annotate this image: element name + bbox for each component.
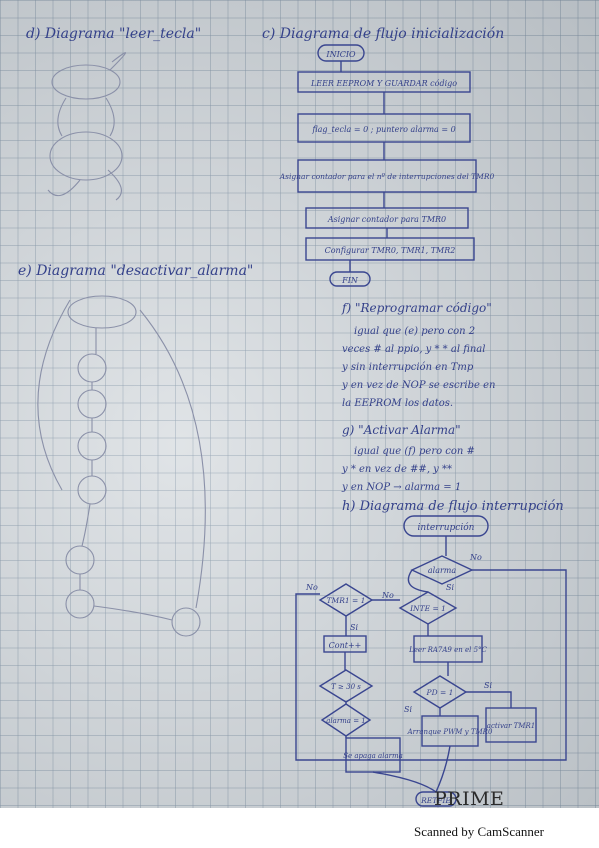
- svg-text:Cont++: Cont++: [329, 641, 362, 650]
- page-shading: [0, 0, 599, 808]
- section-g-heading: g) "Activar Alarma": [342, 423, 461, 437]
- section-h-heading: h) Diagrama de flujo interrupción: [342, 499, 564, 514]
- svg-text:interrupción: interrupción: [418, 522, 475, 533]
- flowchart-interrupt: interrupción alarma TMR1 = 1 INTE = 1 Co…: [295, 515, 567, 807]
- section-c-heading: c) Diagrama de flujo inicialización: [262, 26, 504, 42]
- svg-text:PD = 1: PD = 1: [426, 688, 454, 697]
- svg-text:Si: Si: [484, 681, 492, 690]
- svg-text:Asignar contador para el nº de: Asignar contador para el nº de interrupc…: [279, 172, 495, 181]
- handwritten-diagrams: d) Diagrama "leer_tecla" c) Diagrama de …: [18, 26, 567, 807]
- svg-text:activar TMR1: activar TMR1: [487, 722, 535, 730]
- svg-text:Si: Si: [446, 583, 454, 592]
- state-reposo-d: [51, 64, 121, 100]
- svg-text:RETFIE: RETFIE: [420, 796, 451, 805]
- svg-text:y en vez de NOP se escribe en: y en vez de NOP se escribe en: [341, 380, 495, 391]
- svg-text:INICIO: INICIO: [325, 50, 356, 59]
- svg-text:Leer RA7A9 en el 5°C: Leer RA7A9 en el 5°C: [408, 646, 487, 654]
- svg-text:la EEPROM los datos.: la EEPROM los datos.: [342, 398, 453, 409]
- svg-text:y sin interrupción en Tmp: y sin interrupción en Tmp: [341, 362, 474, 373]
- scanner-footer: Scanned by CamScanner: [414, 824, 544, 839]
- svg-text:veces # al ppio, y * * al fina: veces # al ppio, y * * al final: [342, 344, 485, 355]
- svg-text:T ≥ 30 s: T ≥ 30 s: [331, 683, 361, 691]
- svg-text:igual que (f) pero con #: igual que (f) pero con #: [354, 446, 475, 457]
- svg-text:Configurar TMR0, TMR1, TMR2: Configurar TMR0, TMR1, TMR2: [325, 246, 456, 255]
- svg-text:y en NOP → alarma = 1: y en NOP → alarma = 1: [341, 482, 461, 493]
- svg-text:FIN: FIN: [341, 276, 359, 285]
- svg-text:Si: Si: [404, 705, 412, 714]
- state-esperar-tecla: [49, 131, 123, 181]
- svg-text:LEER EEPROM Y GUARDAR código: LEER EEPROM Y GUARDAR código: [310, 79, 457, 88]
- svg-text:Si: Si: [350, 623, 358, 632]
- svg-text:alarma: alarma: [428, 566, 457, 575]
- svg-text:Arranque PWM y TMR0: Arranque PWM y TMR0: [407, 728, 493, 736]
- section-f-heading: f) "Reprogramar código": [341, 301, 492, 315]
- flowchart-init: INICIO LEER EEPROM Y GUARDAR código flag…: [279, 44, 495, 287]
- svg-text:No: No: [381, 591, 394, 600]
- svg-text:No: No: [469, 553, 482, 562]
- svg-text:igual que (e) pero con 2: igual que (e) pero con 2: [354, 326, 475, 337]
- prime-watermark: PRIME: [434, 788, 505, 808]
- section-d-heading: d) Diagrama "leer_tecla": [26, 26, 201, 42]
- section-e-heading: e) Diagrama "desactivar_alarma": [18, 263, 253, 279]
- svg-text:Se apaga alarma: Se apaga alarma: [343, 752, 403, 760]
- svg-text:flag_tecla = 0 ; puntero alarm: flag_tecla = 0 ; puntero alarma = 0: [311, 125, 455, 134]
- svg-text:alarma = 1: alarma = 1: [326, 717, 366, 725]
- svg-text:y * en vez de ##, y **: y * en vez de ##, y **: [341, 464, 452, 475]
- notebook-page: d) Diagrama "leer_tecla" c) Diagrama de …: [0, 0, 599, 808]
- svg-text:INTE = 1: INTE = 1: [409, 604, 446, 613]
- svg-text:Asignar contador para TMR0: Asignar contador para TMR0: [327, 215, 446, 224]
- flow-box-3: [297, 159, 477, 193]
- svg-text:TMR1 = 1: TMR1 = 1: [327, 596, 366, 605]
- flow-box-5: [305, 237, 475, 261]
- state-diagram-alarm: [37, 295, 206, 637]
- svg-text:No: No: [305, 583, 318, 592]
